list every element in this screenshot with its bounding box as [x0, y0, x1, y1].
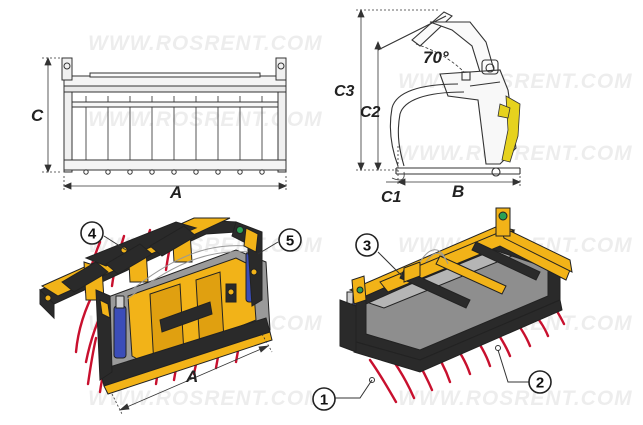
dim-c3-label: C3 [334, 83, 355, 100]
watermark-3: WWW.ROSRENT.COM [398, 70, 633, 93]
dim-a-label-front: A [169, 183, 182, 202]
iso-view-left [39, 217, 273, 415]
watermark-2: WWW.ROSRENT.COM [88, 108, 323, 131]
front-tine-tips [83, 169, 265, 175]
callout-4-label: 4 [88, 226, 97, 243]
callout-2: 2 [495, 345, 552, 394]
watermark-7: WWW.ROSRENT.COM [88, 387, 323, 410]
angle-label: 70° [423, 48, 449, 67]
callout-5-label: 5 [286, 233, 294, 250]
iso-dimension-a [111, 333, 273, 415]
callout-1-label: 1 [320, 392, 328, 409]
callout-3-label: 3 [363, 238, 371, 255]
side-dimensions [356, 8, 522, 188]
dim-c-label: C [31, 106, 44, 125]
side-hydraulic-bracket [497, 95, 521, 163]
watermark-1: WWW.ROSRENT.COM [88, 32, 323, 55]
dim-a-label-iso: A [185, 367, 198, 386]
callout-5: 5 [257, 228, 302, 255]
callout-4: 4 [80, 221, 127, 251]
callout-2-label: 2 [536, 375, 544, 392]
dim-b-label: B [452, 182, 464, 201]
iso-view-right [339, 207, 573, 404]
watermark-4: WWW.ROSRENT.COM [398, 142, 633, 165]
side-view [377, 11, 521, 177]
dim-c1-label: C1 [381, 189, 402, 206]
front-tines [85, 96, 263, 168]
dim-c2-label: C2 [360, 104, 381, 121]
callout-1: 1 [312, 377, 375, 411]
callout-3: 3 [355, 233, 403, 277]
front-view [61, 57, 287, 175]
front-dimensions [42, 56, 288, 192]
watermark-10: WWW.ROSRENT.COM [398, 387, 633, 410]
